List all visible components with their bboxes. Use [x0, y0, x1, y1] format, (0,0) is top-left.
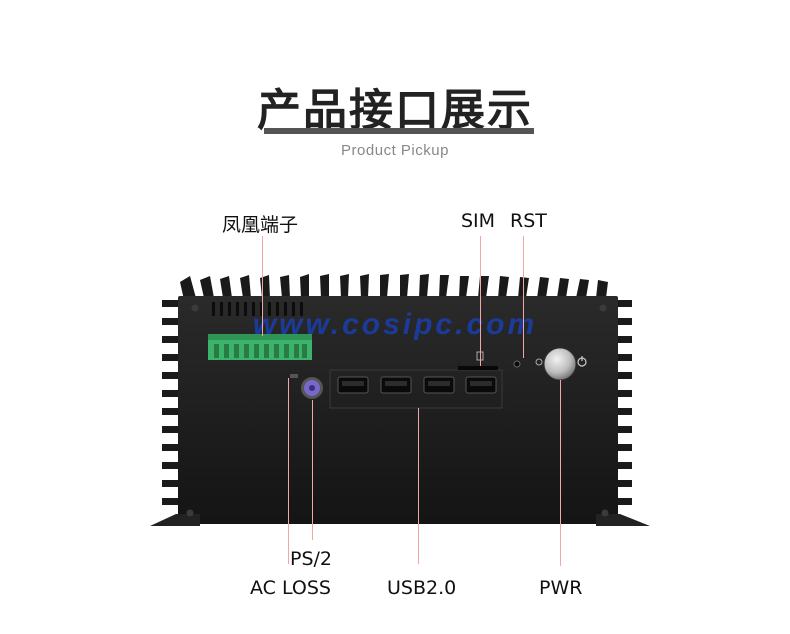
- power-button-graphic: [543, 347, 577, 381]
- label-usb: USB2.0: [387, 577, 457, 599]
- watermark-text: www.cosipc.com: [252, 308, 538, 341]
- right-fins: [612, 300, 632, 505]
- usb-leader: [418, 408, 419, 564]
- label-ps2: PS/2: [290, 548, 333, 570]
- reset-hole: [513, 360, 521, 368]
- ps2-leader: [312, 400, 313, 540]
- rst-leader: [523, 236, 524, 358]
- title-underline: [264, 128, 534, 134]
- label-sim: SIM: [461, 210, 496, 232]
- label-pwr: PWR: [539, 577, 583, 599]
- ps2-port: [301, 377, 323, 399]
- sim-leader: [480, 236, 481, 366]
- page-title: 产品接口展示: [257, 85, 533, 136]
- page-subtitle: Product Pickup: [341, 142, 449, 159]
- pwr-leader: [560, 380, 561, 566]
- label-rst: RST: [510, 210, 547, 232]
- left-foot: [150, 514, 200, 526]
- phoenix-leader: [262, 236, 263, 336]
- acloss-leader: [288, 378, 289, 564]
- right-foot: [596, 514, 650, 526]
- phoenix-terminal: [208, 334, 312, 360]
- label-phoenix-terminal: 凤凰端子: [222, 214, 299, 236]
- sim-slot: [458, 366, 498, 370]
- label-ac-loss: AC LOSS: [250, 577, 331, 599]
- left-fins: [162, 300, 182, 505]
